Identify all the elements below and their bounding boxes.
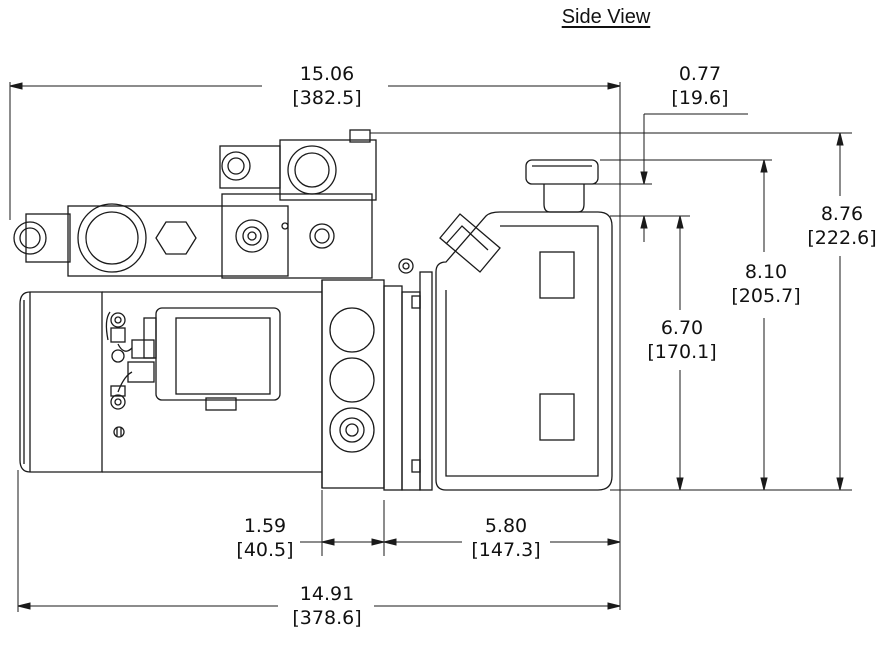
dim-offset-top: 0.77 [19.6] bbox=[664, 62, 736, 110]
dim-height-cap-mm: [205.7] bbox=[731, 285, 801, 307]
dim-tank-width-in: 5.80 bbox=[484, 515, 528, 537]
dim-tank-width: 5.80 [147.3] bbox=[462, 514, 550, 562]
pump-block bbox=[321, 258, 433, 491]
dim-overall-top-in: 15.06 bbox=[299, 63, 355, 85]
dim-height-tank-mm: [170.1] bbox=[647, 341, 717, 363]
dimension-lines bbox=[9, 82, 852, 612]
dim-height-tank: 6.70 [170.1] bbox=[640, 316, 724, 364]
dim-block-width: 1.59 [40.5] bbox=[230, 514, 300, 562]
electric-motor bbox=[19, 280, 323, 488]
dim-overall-bottom-in: 14.91 bbox=[299, 583, 355, 605]
dim-overall-top-mm: [382.5] bbox=[292, 87, 362, 109]
dim-tank-width-mm: [147.3] bbox=[471, 539, 541, 561]
reservoir-tank bbox=[435, 159, 613, 491]
dim-offset-top-in: 0.77 bbox=[678, 63, 722, 85]
dim-height-cap: 8.10 [205.7] bbox=[724, 260, 808, 308]
dim-height-total-mm: [222.6] bbox=[807, 227, 877, 249]
dim-overall-top: 15.06 [382.5] bbox=[266, 62, 388, 110]
dim-offset-top-mm: [19.6] bbox=[671, 87, 729, 109]
dim-overall-bottom-mm: [378.6] bbox=[292, 607, 362, 629]
valve-manifold bbox=[13, 129, 377, 279]
dim-height-tank-in: 6.70 bbox=[660, 317, 704, 339]
starter-solenoid bbox=[105, 307, 281, 438]
dim-height-cap-in: 8.10 bbox=[744, 261, 788, 283]
dim-height-total-in: 8.76 bbox=[820, 203, 864, 225]
dim-block-width-in: 1.59 bbox=[243, 515, 287, 537]
dim-overall-bottom: 14.91 [378.6] bbox=[280, 582, 374, 630]
dim-block-width-mm: [40.5] bbox=[236, 539, 294, 561]
page-title: Side View bbox=[561, 6, 651, 28]
dim-height-total: 8.76 [222.6] bbox=[802, 202, 882, 250]
